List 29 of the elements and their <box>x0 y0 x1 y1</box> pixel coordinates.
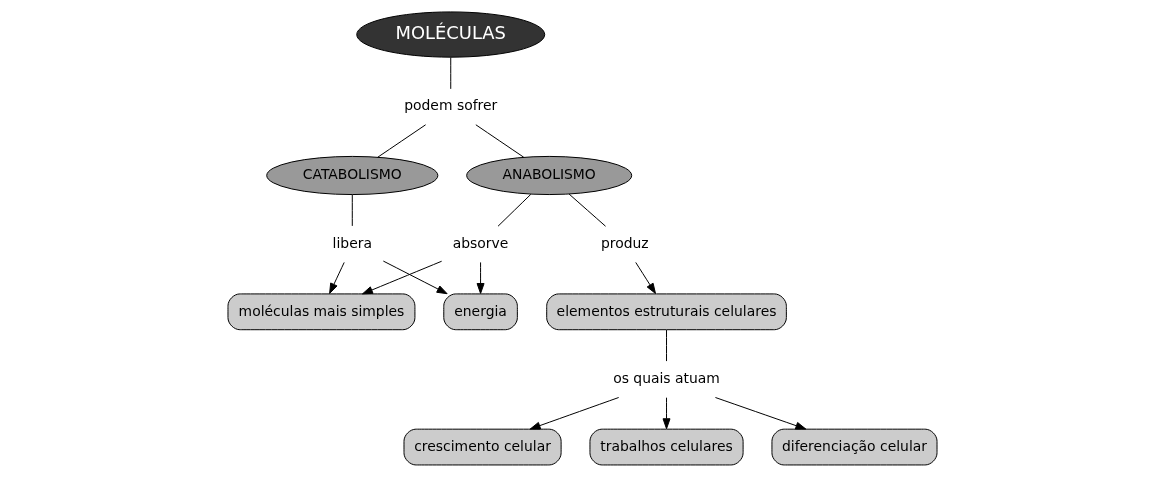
connector <box>497 193 532 227</box>
connector <box>666 329 668 362</box>
arrow <box>529 397 620 430</box>
connector <box>475 124 525 158</box>
connector <box>351 194 353 227</box>
node-box: diferenciação celular <box>771 428 938 466</box>
connector <box>568 193 607 227</box>
node-text: os quais atuam <box>613 370 720 387</box>
connector <box>450 56 452 90</box>
node-ellipse: ANABOLISMO <box>466 155 633 196</box>
arrow <box>362 260 443 295</box>
node-ellipse: CATABOLISMO <box>266 155 439 196</box>
arrow <box>714 397 807 430</box>
node-box: energia <box>443 293 518 331</box>
node-box: moléculas mais simples <box>227 293 416 331</box>
node-box: trabalhos celulares <box>589 428 744 466</box>
arrow <box>382 260 448 295</box>
node-text: libera <box>332 234 372 251</box>
arrow <box>635 261 656 294</box>
arrow <box>329 261 345 294</box>
node-box: elementos estruturais celulares <box>546 293 787 331</box>
node-text: podem sofrer <box>404 97 498 114</box>
connector <box>377 124 427 158</box>
arrow <box>476 261 485 294</box>
node-text: produz <box>600 234 649 251</box>
node-text: absorve <box>452 234 509 251</box>
arrow <box>662 397 671 430</box>
node-box: crescimento celular <box>403 428 562 466</box>
node-ellipse: MOLÉCULAS <box>356 11 546 58</box>
